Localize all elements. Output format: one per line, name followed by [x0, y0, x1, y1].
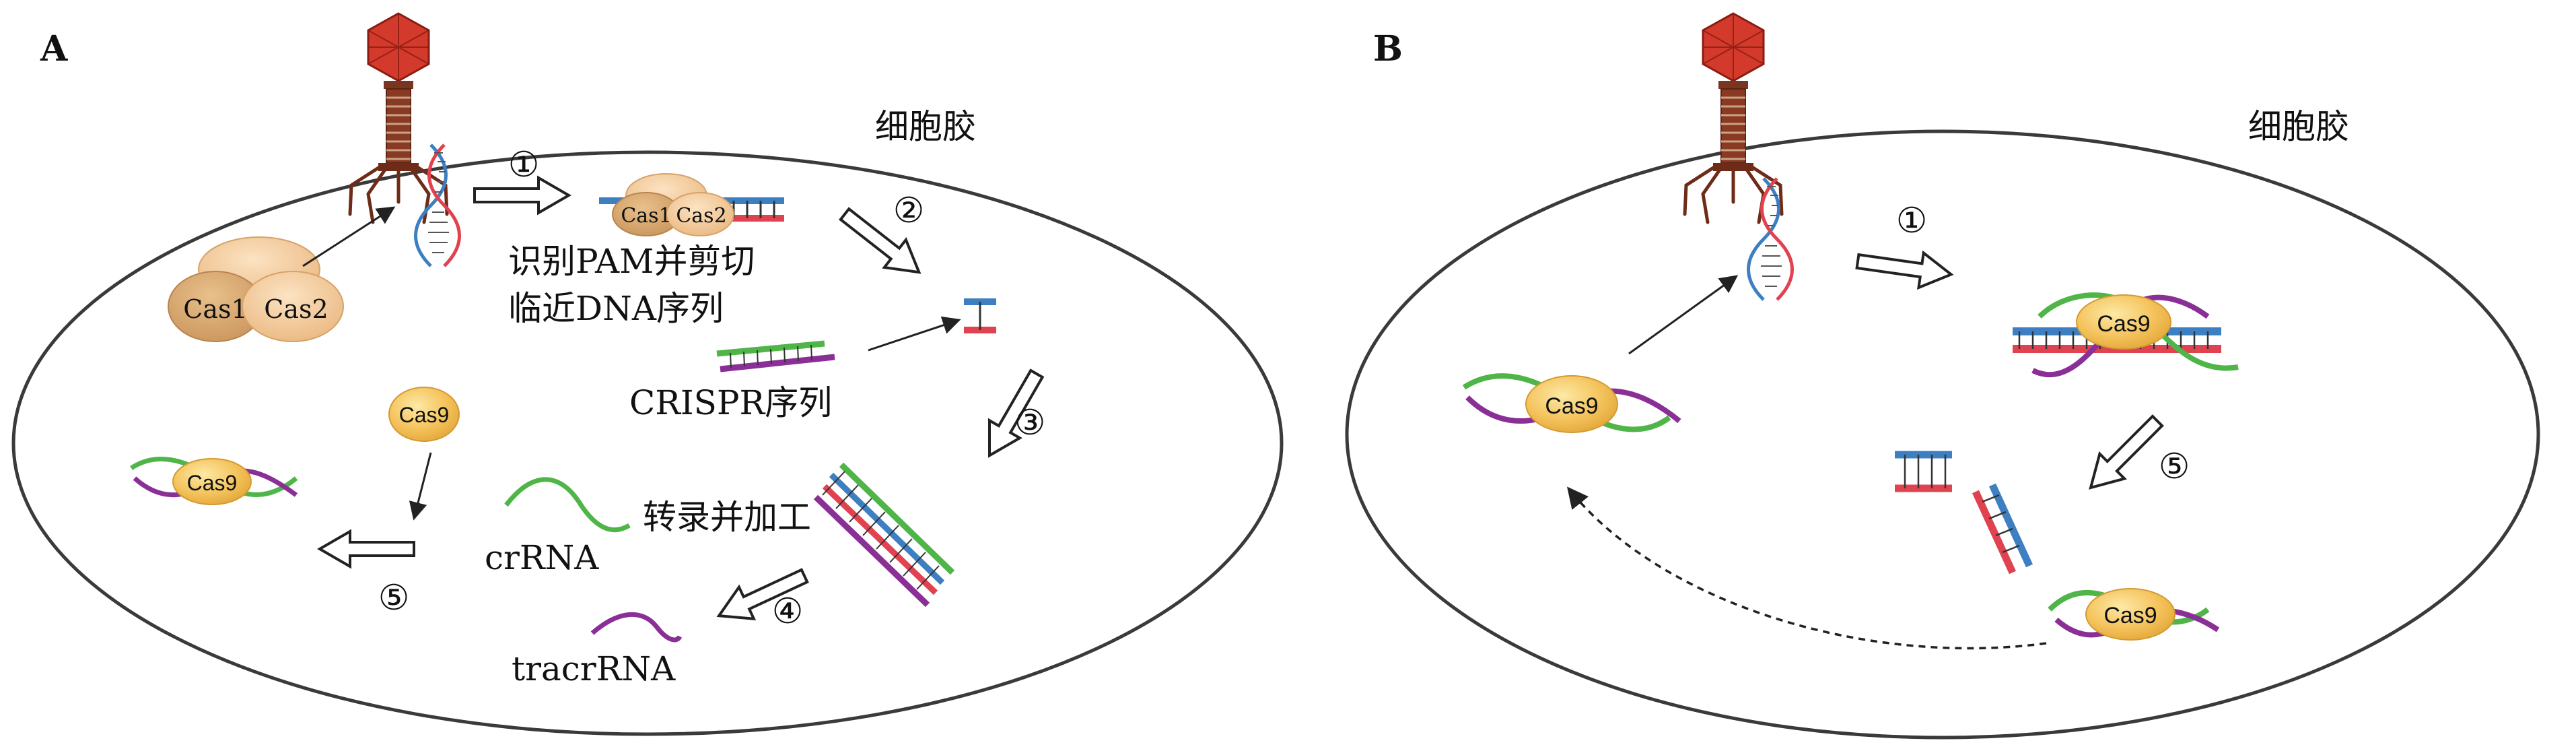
cas2-label: Cas2	[264, 294, 328, 324]
recognize-line2: 临近DNA序列	[508, 289, 724, 328]
cas9-left-label-b: Cas9	[1545, 393, 1598, 419]
crispr-label: CRISPR序列	[629, 383, 832, 422]
step1-label-b: ①	[1896, 201, 1928, 241]
cas9-target-label: Cas9	[2097, 311, 2150, 337]
crrna-label: crRNA	[485, 538, 599, 577]
step5-arrow-b	[2079, 409, 2170, 500]
cas9-free-a: Cas9	[388, 387, 460, 442]
cas9-complex-b-right: Cas9	[2048, 588, 2220, 641]
phage-dna-icon-b	[1749, 178, 1792, 300]
cas2-label-small: Cas2	[676, 204, 726, 228]
tracrrna-strand	[590, 612, 683, 643]
cell-membrane-a	[11, 150, 1284, 736]
recognize-line1: 识别PAM并剪切	[508, 242, 755, 281]
cas9-target-complex: Cas9	[2013, 292, 2239, 378]
cell-membrane-b	[1345, 129, 2540, 740]
panel-b: B 细胞胶 Cas9 ① Cas9 ⑤	[1345, 13, 2540, 740]
step4-label: ④	[772, 591, 804, 632]
cas9-free-label-a: Cas9	[399, 403, 450, 427]
cas1-label-small: Cas1	[621, 204, 671, 228]
tracrrna-label: tracrRNA	[512, 649, 676, 688]
arrow-cas9-load	[409, 452, 432, 521]
step5-arrow-a	[318, 530, 415, 568]
arrow-fragment-insert	[868, 316, 961, 352]
cas9-complex-b-left: Cas9	[1462, 373, 1681, 433]
panel-a: A 细胞胶 Cas1 Cas2 ① Cas1 Cas2 识别	[11, 13, 1284, 736]
cas9-right-label-b: Cas9	[2103, 603, 2157, 628]
crispr-array-long	[813, 462, 955, 608]
panel-a-letter: A	[40, 28, 68, 69]
cas9-complex-a: Cas9	[130, 456, 298, 505]
cytoplasm-label-a: 细胞胶	[875, 107, 976, 146]
arrow-cas9-to-phage-dna	[1628, 275, 1739, 355]
cas-on-dna: Cas1 Cas2	[599, 173, 784, 236]
arrow-cas-to-dna	[302, 206, 396, 267]
cas9-complex-label-a: Cas9	[187, 471, 238, 495]
cas1-label: Cas1	[183, 294, 247, 324]
phage-dna-icon-a	[416, 145, 460, 266]
dna-fragment	[964, 298, 996, 333]
cleaved-dna	[1895, 451, 2033, 575]
panel-b-letter: B	[1373, 28, 1403, 69]
cas1-cas2-complex: Cas1 Cas2	[168, 236, 344, 342]
recycle-dashed-arrow	[1567, 486, 2047, 650]
cytoplasm-label-b: 细胞胶	[2248, 107, 2349, 146]
step5-label-a: ⑤	[378, 578, 410, 618]
step1-label-a: ①	[508, 145, 540, 185]
crrna-strand	[504, 477, 631, 533]
step2-label: ②	[893, 191, 925, 231]
transcribe-label: 转录并加工	[643, 498, 811, 537]
step1-arrow-b	[1854, 242, 1955, 294]
crispr-array-small	[716, 340, 835, 372]
step3-label: ③	[1014, 403, 1046, 443]
step5-label-b: ⑤	[2159, 447, 2190, 487]
